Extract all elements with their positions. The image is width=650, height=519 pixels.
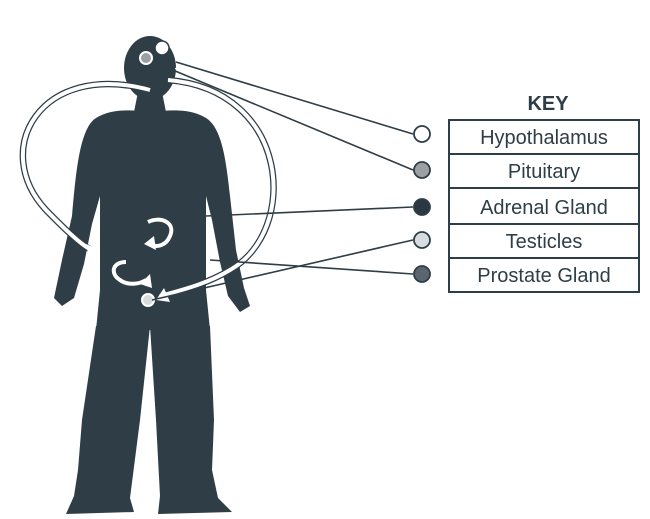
pituitary-marker (140, 52, 152, 64)
key-dots (414, 126, 430, 282)
key-label-testicles: Testicles (506, 231, 583, 253)
key-label-adrenal-gland: Adrenal Gland (480, 197, 608, 219)
key-legend: KEY Hypothalamus Pituitary Adrenal Gland… (449, 93, 639, 292)
key-label-hypothalamus: Hypothalamus (480, 127, 608, 149)
key-label-pituitary: Pituitary (508, 161, 580, 183)
key-label-prostate-gland: Prostate Gland (477, 265, 610, 287)
key-dot-testicles (414, 232, 430, 248)
key-title: KEY (527, 93, 569, 115)
key-dot-pituitary (414, 162, 430, 178)
hypothalamus-marker (155, 41, 169, 55)
arrowhead-left (86, 244, 100, 262)
key-dot-hypothalamus (414, 126, 430, 142)
key-dot-adrenal-gland (414, 199, 430, 215)
key-dot-prostate-gland (414, 266, 430, 282)
